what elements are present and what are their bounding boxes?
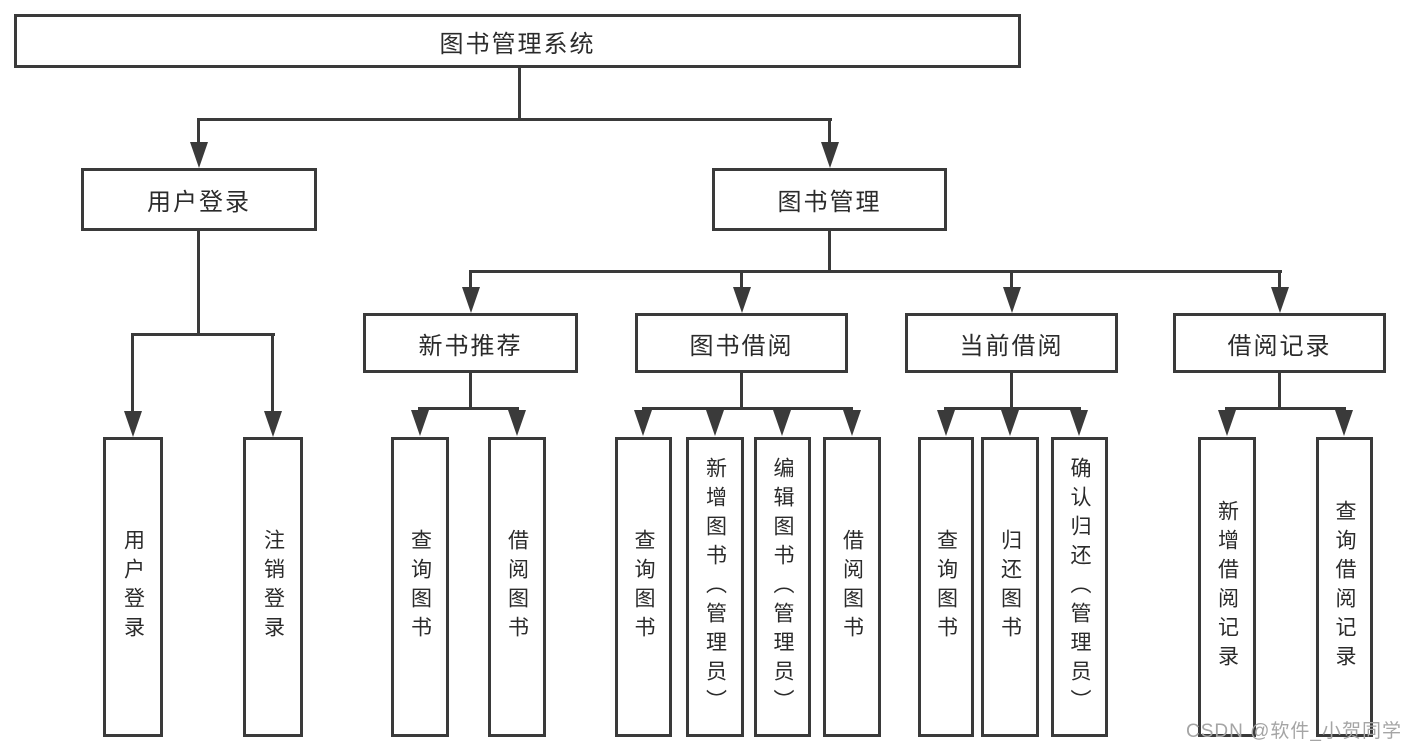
node-current-borrow: 当前借阅 (905, 313, 1118, 373)
node-book-management: 图书管理 (712, 168, 947, 231)
node-cb-return-book-label: 归还图书 (998, 529, 1022, 645)
connector-newbook-branch (418, 407, 519, 410)
arrow-down-icon (462, 287, 480, 313)
node-logout: 注销登录 (243, 437, 303, 737)
node-br-query-record: 查询借阅记录 (1316, 437, 1373, 737)
node-cb-query-book-label: 查询图书 (934, 529, 958, 645)
connector-current-stem (1010, 373, 1013, 410)
node-bb-query-book: 查询图书 (615, 437, 672, 737)
node-br-add-record-label: 新增借阅记录 (1215, 500, 1239, 674)
arrow-down-icon (1003, 287, 1021, 313)
connector-root-stem (518, 68, 521, 121)
connector-borrow-arrow-stem (740, 270, 743, 289)
connector-borrow-stem (740, 373, 743, 410)
node-cb-return-book: 归还图书 (981, 437, 1039, 737)
node-bb-borrow-book-label: 借阅图书 (840, 529, 864, 645)
node-user-login-group: 用户登录 (81, 168, 317, 231)
node-bb-add-book-admin-label: 新增图书（管理员） (703, 456, 727, 718)
connector-record-stem (1278, 373, 1281, 410)
node-bb-borrow-book: 借阅图书 (823, 437, 881, 737)
node-cb-query-book: 查询图书 (918, 437, 974, 737)
connector-current-branch (944, 407, 1081, 410)
node-book-borrow: 图书借阅 (635, 313, 848, 373)
node-bb-query-book-label: 查询图书 (632, 529, 655, 645)
node-user-login-label: 用户登录 (121, 529, 145, 645)
arrow-down-icon (190, 142, 208, 168)
node-cb-confirm-return-admin: 确认归还（管理员） (1051, 437, 1108, 737)
arrow-down-icon (634, 410, 652, 436)
arrow-down-icon (124, 411, 142, 437)
arrow-down-icon (411, 410, 429, 436)
arrow-down-icon (821, 142, 839, 168)
connector-current-arrow-stem (1010, 270, 1013, 289)
arrow-down-icon (1070, 410, 1088, 436)
node-bb-add-book-admin: 新增图书（管理员） (686, 437, 744, 737)
connector-record-branch (1225, 407, 1346, 410)
arrow-down-icon (733, 287, 751, 313)
node-newbook-query-book: 查询图书 (391, 437, 449, 737)
arrow-down-icon (773, 410, 791, 436)
node-bb-edit-book-admin: 编辑图书（管理员） (754, 437, 811, 737)
connector-logout-arrow-stem (271, 333, 274, 412)
connector-mgmt-branch (469, 270, 1282, 273)
connector-newbook-arrow-stem (469, 270, 472, 289)
arrow-down-icon (706, 410, 724, 436)
connector-user-login-arrow-stem (131, 333, 134, 412)
arrow-down-icon (843, 410, 861, 436)
arrow-down-icon (1001, 410, 1019, 436)
connector-mgmt-stem (828, 231, 831, 272)
node-borrow-record: 借阅记录 (1173, 313, 1386, 373)
connector-newbook-stem (469, 373, 472, 410)
node-cb-confirm-return-admin-label: 确认归还（管理员） (1068, 456, 1091, 718)
watermark: CSDN @软件_小贺同学 (1186, 721, 1402, 742)
arrow-down-icon (1218, 410, 1236, 436)
arrow-down-icon (508, 410, 526, 436)
arrow-down-icon (1271, 287, 1289, 313)
arrow-down-icon (1335, 410, 1353, 436)
node-root: 图书管理系统 (14, 14, 1021, 68)
node-bb-edit-book-admin-label: 编辑图书（管理员） (771, 456, 794, 718)
connector-borrow-branch (642, 407, 853, 410)
connector-root-branch (198, 118, 832, 121)
arrow-down-icon (264, 411, 282, 437)
connector-login-branch (131, 333, 275, 336)
node-new-book-recommend: 新书推荐 (363, 313, 578, 373)
node-br-query-record-label: 查询借阅记录 (1333, 500, 1356, 674)
node-newbook-borrow-book: 借阅图书 (488, 437, 546, 737)
node-logout-label: 注销登录 (261, 529, 285, 645)
connector-login-stem (197, 231, 200, 336)
connector-login-arrow-stem (197, 118, 200, 144)
arrow-down-icon (937, 410, 955, 436)
connector-mgmt-arrow-stem (828, 118, 831, 144)
node-user-login: 用户登录 (103, 437, 163, 737)
node-newbook-query-book-label: 查询图书 (408, 529, 432, 645)
node-br-add-record: 新增借阅记录 (1198, 437, 1256, 737)
connector-record-arrow-stem (1278, 270, 1281, 289)
node-newbook-borrow-book-label: 借阅图书 (505, 529, 529, 645)
